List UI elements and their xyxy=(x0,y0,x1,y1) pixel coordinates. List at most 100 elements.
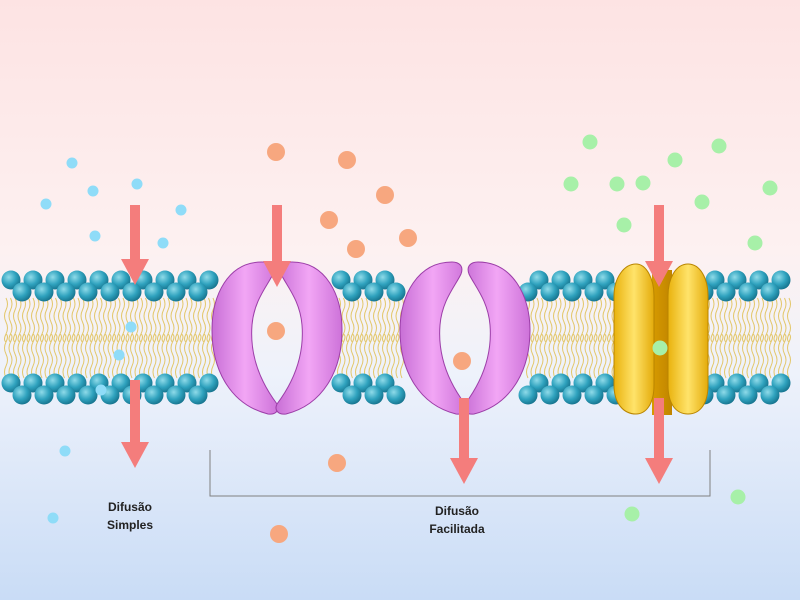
lipid-tail xyxy=(535,333,539,379)
lipid-tail xyxy=(548,333,553,379)
cyan-molecule xyxy=(175,204,187,216)
green-molecule xyxy=(747,235,763,251)
cyan-molecule xyxy=(66,157,78,169)
lipid-head xyxy=(518,385,538,405)
lipid-tail xyxy=(107,297,112,343)
lipid-head xyxy=(375,270,395,290)
lipid-tail xyxy=(346,297,350,343)
lipid-head xyxy=(584,282,604,302)
lipid-head xyxy=(199,270,219,290)
lipid-head xyxy=(760,385,780,405)
lipid-tail xyxy=(17,333,22,379)
lipid-tail xyxy=(31,297,35,343)
lipid-tail xyxy=(787,333,791,379)
lipid-tail xyxy=(728,297,733,343)
lipid-tail xyxy=(530,297,535,343)
lipid-tail xyxy=(4,333,8,379)
lipid-tail xyxy=(62,333,67,379)
diffusion-arrows xyxy=(121,205,673,484)
cyan-molecule xyxy=(87,185,99,197)
lipid-head xyxy=(738,385,758,405)
lipid-tail xyxy=(607,333,611,379)
lipid-tail xyxy=(121,297,125,343)
lipid-tail xyxy=(535,297,539,343)
lipid-head xyxy=(166,282,186,302)
lipid-tail xyxy=(382,297,386,343)
lipid-tail xyxy=(733,297,737,343)
lipid-tail xyxy=(602,297,607,343)
lipid-tail xyxy=(130,333,134,379)
lipid-tail xyxy=(170,297,175,343)
lipid-tail xyxy=(373,333,377,379)
lipid-tail xyxy=(769,333,773,379)
lipid-tail xyxy=(373,297,377,343)
lipid-tail xyxy=(166,333,170,379)
lipid-tail xyxy=(782,333,787,379)
cyan-molecule xyxy=(113,349,125,361)
lipid-tail xyxy=(166,297,170,343)
lipid-tail xyxy=(350,333,355,379)
lipid-tail xyxy=(710,333,715,379)
arrow-shaft xyxy=(654,205,664,263)
lipid-tail xyxy=(67,333,71,379)
orange-molecule xyxy=(328,454,346,472)
facilitated-diffusion-label-line1: Difusão xyxy=(434,504,479,518)
lipid-tail xyxy=(184,297,188,343)
lipid-tail xyxy=(22,333,26,379)
lipid-head xyxy=(199,373,219,393)
lipid-tail xyxy=(368,297,373,343)
carrier-protein-icon xyxy=(613,263,709,415)
lipid-head xyxy=(771,373,791,393)
lipid-head xyxy=(67,373,87,393)
lipid-head xyxy=(705,270,725,290)
arrow-head xyxy=(121,259,149,285)
arrow-shaft xyxy=(130,205,140,261)
lipid-tail xyxy=(395,333,400,379)
orange-molecule xyxy=(320,211,338,229)
arrow-shaft xyxy=(130,380,140,444)
lipid-tail xyxy=(350,297,355,343)
orange-molecule xyxy=(453,352,471,370)
lipid-tail xyxy=(44,333,49,379)
lipid-head xyxy=(188,282,208,302)
lipid-tail xyxy=(71,297,76,343)
lipid-tail xyxy=(391,333,395,379)
simple-diffusion-label-line2: Simples xyxy=(106,518,154,532)
lipid-tail xyxy=(589,333,593,379)
lipid-tail xyxy=(53,297,58,343)
lipid-tail xyxy=(4,297,8,343)
lipid-tail xyxy=(539,333,544,379)
lipid-head xyxy=(716,282,736,302)
lipid-tail xyxy=(346,333,350,379)
lipid-tail xyxy=(139,333,143,379)
lipid-head xyxy=(353,270,373,290)
lipid-tail xyxy=(607,297,611,343)
facilitated-diffusion-label: Difusão Facilitada xyxy=(387,502,527,538)
lipid-tail xyxy=(53,333,58,379)
lipid-tail xyxy=(40,333,44,379)
lipid-tail xyxy=(134,297,139,343)
lipid-tail xyxy=(557,333,562,379)
lipid-tail xyxy=(571,333,575,379)
lipid-tail xyxy=(544,333,548,379)
lipid-head xyxy=(155,373,175,393)
lipid-tail xyxy=(112,297,116,343)
lipid-tail xyxy=(49,297,53,343)
lipid-head xyxy=(386,282,406,302)
lipid-tail xyxy=(197,333,202,379)
orange-molecule xyxy=(267,143,285,161)
lipid-tail xyxy=(148,333,152,379)
lipid-head xyxy=(386,385,406,405)
arrow-head xyxy=(263,261,291,287)
lipid-head xyxy=(122,282,142,302)
lipid-tail xyxy=(737,333,742,379)
lipid-tail xyxy=(778,297,782,343)
lipid-tail xyxy=(386,333,391,379)
lipid-tail xyxy=(94,297,98,343)
orange-molecule xyxy=(376,186,394,204)
lipid-head xyxy=(551,373,571,393)
lipid-tail xyxy=(157,297,161,343)
green-molecule xyxy=(762,180,778,196)
lipid-tail xyxy=(22,297,26,343)
